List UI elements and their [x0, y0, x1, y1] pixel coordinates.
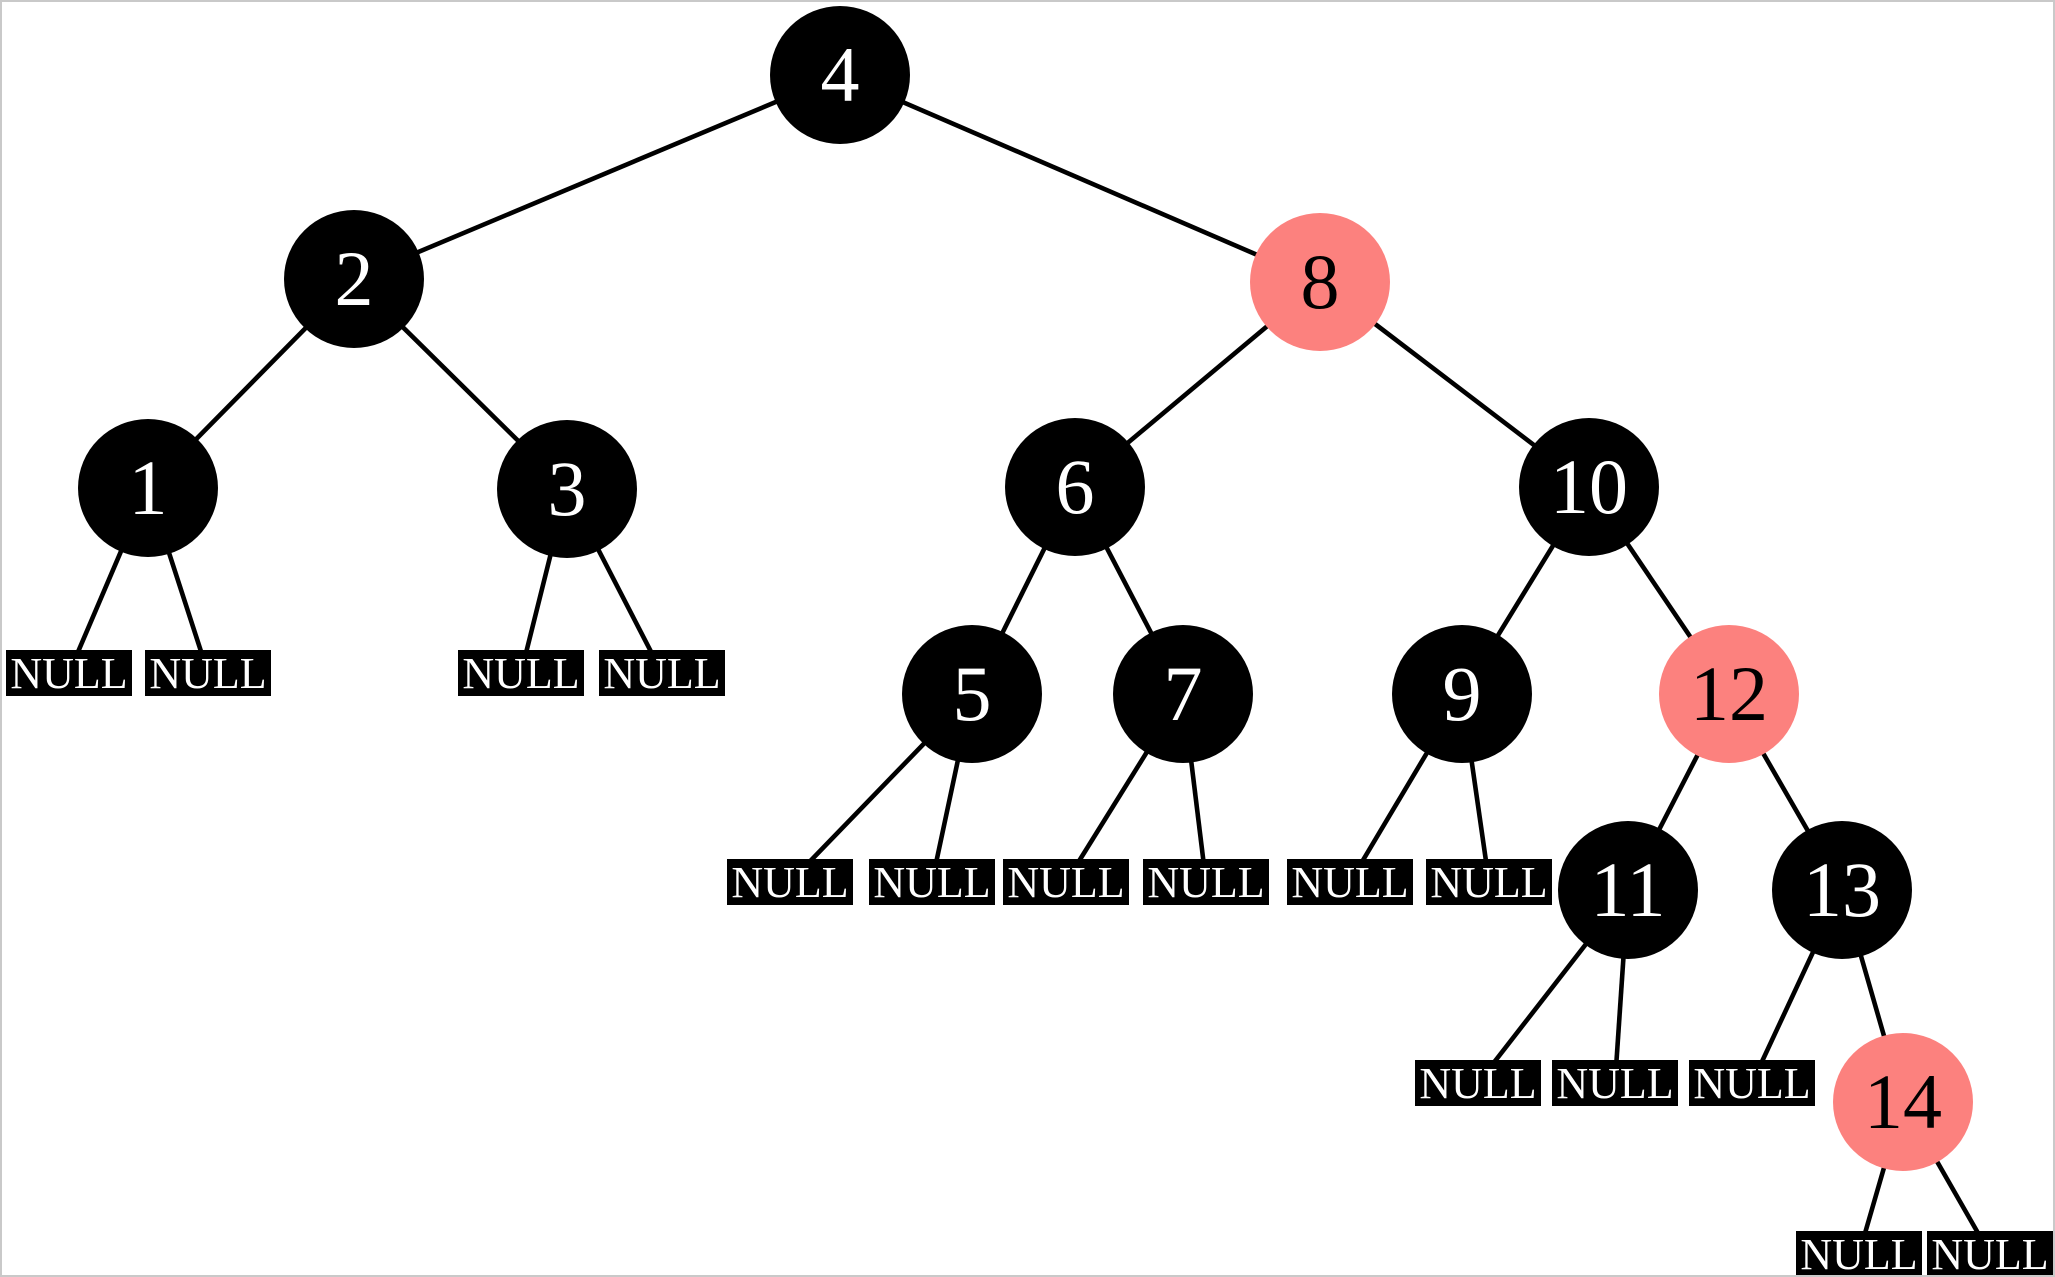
node-circle-12 — [1659, 625, 1799, 763]
tree-node-2: 2 — [284, 210, 424, 348]
node-label-1: 1 — [129, 444, 168, 531]
null-label: NULL — [873, 858, 990, 907]
node-label-12: 12 — [1690, 650, 1768, 737]
null-label: NULL — [603, 649, 720, 698]
node-label-6: 6 — [1056, 443, 1095, 530]
null-box — [727, 859, 853, 905]
tree-node-1: 1 — [78, 419, 218, 557]
null-label: NULL — [10, 649, 127, 698]
null-leaf-11-left: NULL — [1415, 1059, 1541, 1108]
null-label: NULL — [1007, 858, 1124, 907]
null-label: NULL — [1800, 1230, 1917, 1275]
null-leaf-3-left: NULL — [458, 649, 584, 698]
null-label: NULL — [462, 649, 579, 698]
tree-node-9: 9 — [1392, 625, 1532, 763]
null-label: NULL — [149, 649, 266, 698]
node-label-7: 7 — [1164, 650, 1203, 737]
null-box — [1003, 859, 1129, 905]
null-label: NULL — [1147, 858, 1264, 907]
node-label-10: 10 — [1550, 443, 1628, 530]
null-leaf-1-right: NULL — [145, 649, 271, 698]
edge-4-2 — [353, 72, 841, 282]
node-label-3: 3 — [548, 445, 587, 532]
tree-node-5: 5 — [902, 625, 1042, 763]
node-label-8: 8 — [1301, 238, 1340, 325]
null-box — [1426, 859, 1552, 905]
node-circle-7 — [1113, 625, 1253, 763]
node-label-4: 4 — [821, 31, 860, 118]
null-label: NULL — [1419, 1059, 1536, 1108]
null-box — [458, 650, 584, 696]
null-box — [1796, 1231, 1922, 1275]
null-leaf-7-right: NULL — [1143, 858, 1269, 907]
null-box — [1552, 1060, 1678, 1106]
null-leaf-5-left: NULL — [727, 858, 853, 907]
null-label: NULL — [731, 858, 848, 907]
null-leaf-9-left: NULL — [1287, 858, 1413, 907]
null-label: NULL — [1556, 1059, 1673, 1108]
null-box — [1927, 1231, 2053, 1275]
node-circle-14 — [1833, 1033, 1973, 1171]
node-circle-1 — [78, 419, 218, 557]
tree-node-12: 12 — [1659, 625, 1799, 763]
null-box — [599, 650, 725, 696]
null-leaf-14-left: NULL — [1796, 1230, 1922, 1275]
node-circle-2 — [284, 210, 424, 348]
tree-node-7: 7 — [1113, 625, 1253, 763]
null-box — [1415, 1060, 1541, 1106]
null-leaf-11-right: NULL — [1552, 1059, 1678, 1108]
tree-node-6: 6 — [1005, 418, 1145, 556]
null-box — [1143, 859, 1269, 905]
null-label: NULL — [1291, 858, 1408, 907]
null-box — [6, 650, 132, 696]
tree-node-3: 3 — [497, 420, 637, 558]
node-circle-8 — [1250, 213, 1390, 351]
null-box — [145, 650, 271, 696]
null-leaf-13-left: NULL — [1689, 1059, 1815, 1108]
tree-node-10: 10 — [1519, 418, 1659, 556]
null-leaf-1-left: NULL — [6, 649, 132, 698]
node-circle-5 — [902, 625, 1042, 763]
null-leaf-5-right: NULL — [869, 858, 995, 907]
node-circle-11 — [1558, 821, 1698, 959]
node-circle-13 — [1772, 821, 1912, 959]
null-box — [1689, 1060, 1815, 1106]
node-label-5: 5 — [953, 650, 992, 737]
node-label-11: 11 — [1590, 846, 1665, 933]
tree-node-14: 14 — [1833, 1033, 1973, 1171]
node-circle-9 — [1392, 625, 1532, 763]
tree-node-11: 11 — [1558, 821, 1698, 959]
edge-4-8 — [839, 72, 1321, 285]
null-label: NULL — [1931, 1230, 2048, 1275]
null-label: NULL — [1693, 1059, 1810, 1108]
node-label-14: 14 — [1864, 1058, 1942, 1145]
null-box — [869, 859, 995, 905]
node-circle-4 — [770, 6, 910, 144]
node-label-13: 13 — [1803, 846, 1881, 933]
null-leaf-7-left: NULL — [1003, 858, 1129, 907]
node-circle-10 — [1519, 418, 1659, 556]
node-label-2: 2 — [335, 235, 374, 322]
node-circle-6 — [1005, 418, 1145, 556]
null-label: NULL — [1430, 858, 1547, 907]
tree-node-8: 8 — [1250, 213, 1390, 351]
null-leaf-3-right: NULL — [599, 649, 725, 698]
tree-node-13: 13 — [1772, 821, 1912, 959]
null-box — [1287, 859, 1413, 905]
node-label-9: 9 — [1443, 650, 1482, 737]
node-circle-3 — [497, 420, 637, 558]
null-leaf-9-right: NULL — [1426, 858, 1552, 907]
null-leaf-14-right: NULL — [1927, 1230, 2053, 1275]
tree-node-4: 4 — [770, 6, 910, 144]
